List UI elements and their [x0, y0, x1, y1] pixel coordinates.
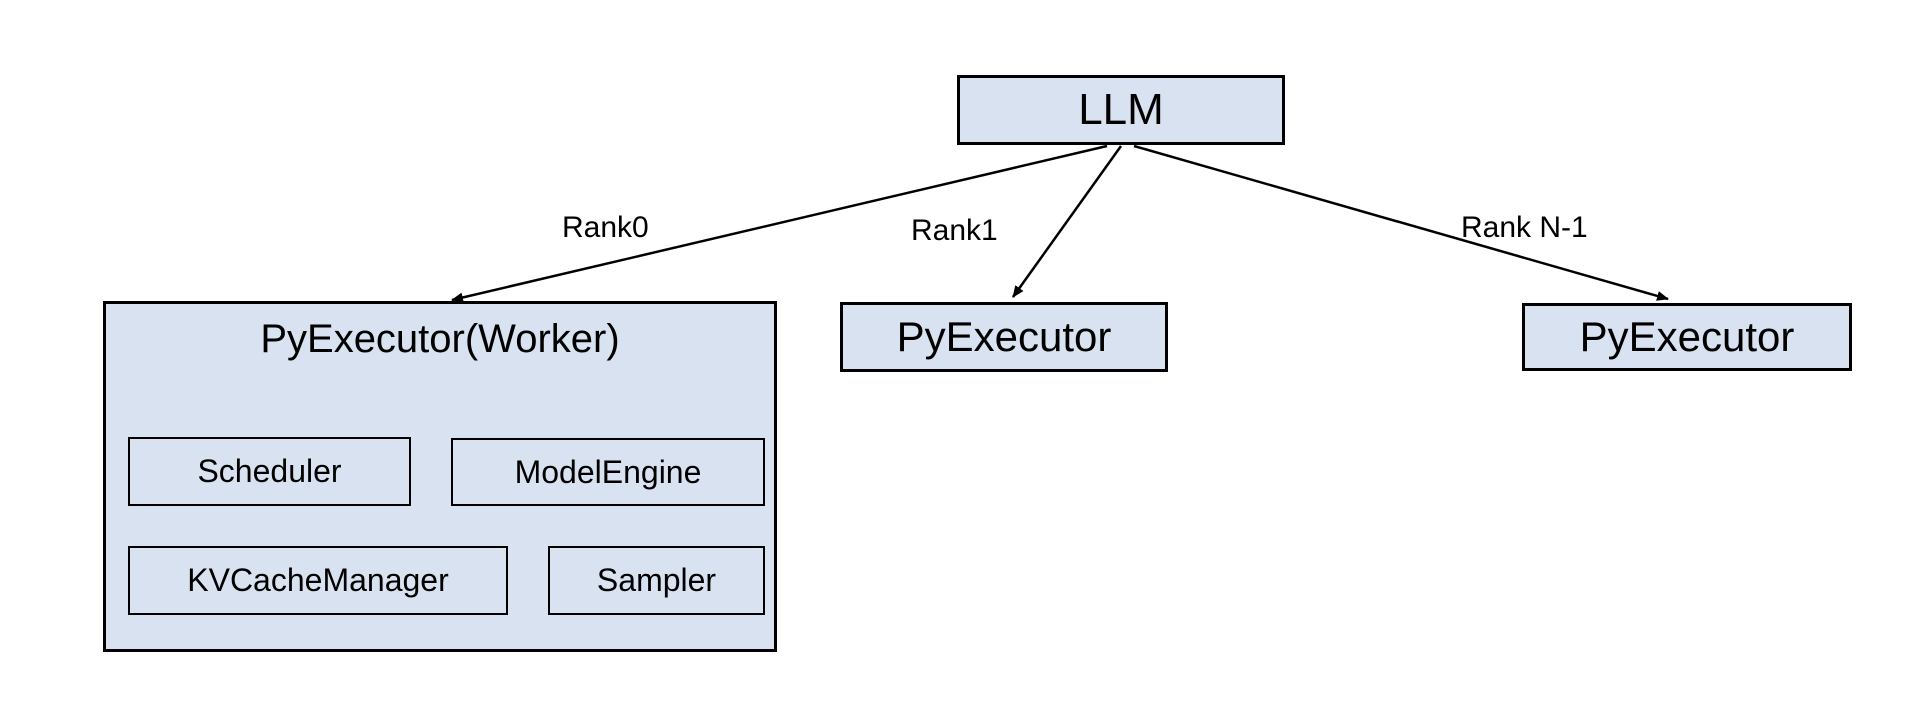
sampler-node: Sampler [548, 546, 765, 615]
pyexecutor-rank1-node: PyExecutor [840, 302, 1168, 372]
llm-node-label: LLM [1078, 85, 1164, 134]
edge-rank0-arrow [451, 144, 1108, 303]
edge-rank1-arrow [1011, 145, 1123, 298]
llm-node: LLM [957, 75, 1285, 145]
pyexecutor-worker-node: PyExecutor(Worker) Scheduler ModelEngine… [103, 301, 777, 652]
kvcachemanager-node: KVCacheManager [128, 546, 508, 615]
modelengine-node: ModelEngine [451, 438, 765, 506]
sampler-label: Sampler [596, 562, 717, 598]
kvcachemanager-label: KVCacheManager [187, 562, 449, 598]
modelengine-label: ModelEngine [514, 453, 702, 490]
scheduler-label: Scheduler [197, 453, 342, 489]
pyexecutor-worker-title: PyExecutor(Worker) [260, 317, 620, 361]
pyexecutor-rank-n-1-label: PyExecutor [1579, 313, 1795, 360]
edge-label-rank-n-1: Rank N-1 [1461, 211, 1588, 244]
pyexecutor-rank1-label: PyExecutor [896, 313, 1112, 360]
pyexecutor-rank-n-1-node: PyExecutor [1522, 303, 1852, 371]
scheduler-node: Scheduler [128, 437, 411, 506]
edge-rank-n-1-arrow [1133, 144, 1669, 301]
edge-label-rank1: Rank1 [911, 214, 998, 247]
edge-label-rank0: Rank0 [562, 211, 649, 244]
